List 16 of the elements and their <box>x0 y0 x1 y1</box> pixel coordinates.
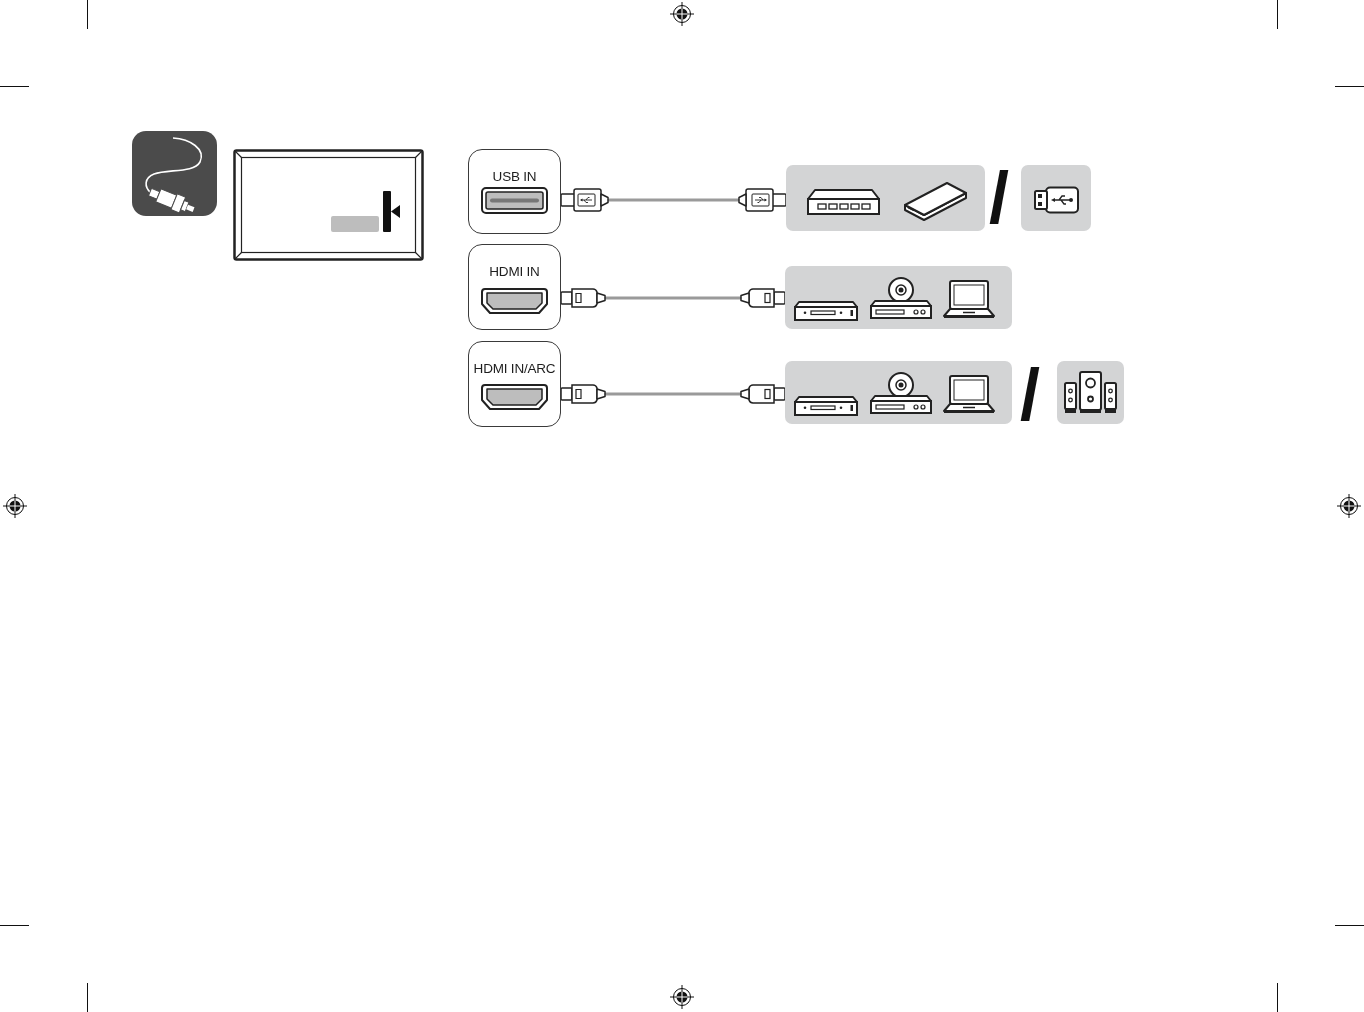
port-panel <box>468 149 561 234</box>
port-label: USB IN <box>492 169 537 185</box>
hdmi-cable <box>561 384 785 404</box>
hdmi-cable <box>561 288 785 308</box>
port-label: HDMI IN <box>489 264 540 280</box>
device-panel <box>1021 165 1091 231</box>
usb-cable <box>561 188 786 212</box>
slash-separator: / <box>989 169 1009 227</box>
device-panel <box>785 266 1012 329</box>
device-panel <box>785 361 1012 424</box>
device-panel <box>1057 361 1124 424</box>
slash-separator: / <box>1020 366 1040 424</box>
port-label: HDMI IN/ARC <box>473 361 556 377</box>
device-panel <box>786 165 985 231</box>
port-panel <box>468 244 561 330</box>
port-panel <box>468 341 561 427</box>
